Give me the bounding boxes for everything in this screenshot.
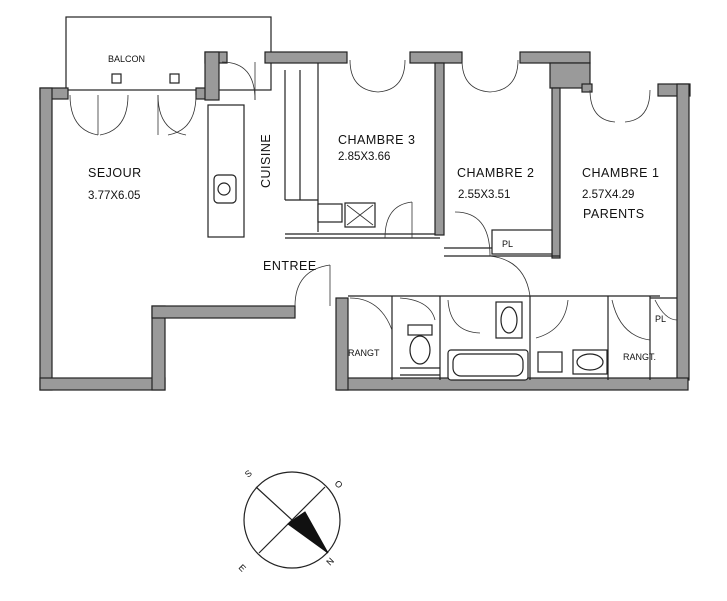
sejour-dimensions: 3.77X6.05 — [88, 190, 140, 202]
doors — [69, 59, 678, 341]
balcony — [65, 16, 272, 91]
entree-label: ENTREE — [263, 259, 317, 273]
pl-chambre2-label: PL — [502, 239, 513, 249]
rangt-right-label: RANGT. — [623, 352, 656, 362]
interior-walls — [207, 62, 677, 381]
compass-o-label: O — [333, 478, 345, 490]
chambre3-dimensions: 2.85X3.66 — [338, 151, 390, 163]
compass-e-label: E — [237, 562, 248, 573]
pl-chambre1-label: PL — [655, 314, 666, 324]
sejour-label: SEJOUR — [88, 166, 142, 180]
balcon-label: BALCON — [108, 54, 145, 64]
chambre1-dimensions: 2.57X4.29 — [582, 189, 634, 201]
compass-n-label: N — [324, 556, 336, 568]
compass-s-label: S — [243, 468, 254, 480]
chambre3-label: CHAMBRE 3 — [338, 133, 415, 147]
chambre2-dimensions: 2.55X3.51 — [458, 189, 510, 201]
compass: S O N E — [237, 468, 345, 574]
chambre1-label: CHAMBRE 1 — [582, 166, 659, 180]
chambre2-label: CHAMBRE 2 — [457, 166, 534, 180]
exterior-walls — [39, 51, 691, 391]
rangt-left-label: RANGT — [348, 348, 380, 358]
parents-label: PARENTS — [583, 207, 645, 221]
cuisine-label: CUISINE — [259, 134, 273, 188]
